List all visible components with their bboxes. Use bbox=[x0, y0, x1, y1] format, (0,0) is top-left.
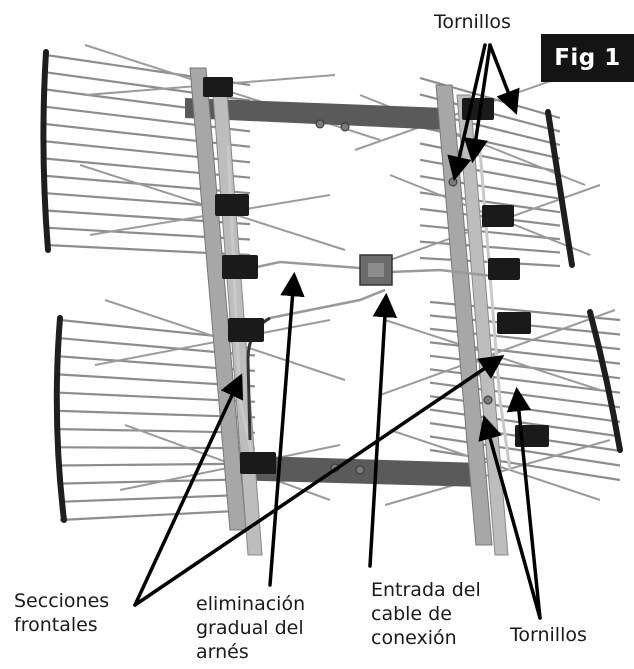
antenna-rod bbox=[45, 157, 251, 179]
antenna-rod bbox=[419, 224, 561, 241]
label-tornillos-bottom: Tornillos bbox=[510, 624, 587, 646]
antenna-rod bbox=[59, 508, 256, 522]
antenna-rod bbox=[429, 395, 621, 423]
antenna-rod bbox=[429, 408, 621, 438]
label-secciones-line1: Secciones bbox=[14, 590, 110, 612]
antenna-rod bbox=[59, 462, 256, 467]
label-entrada-line1: Entrada del bbox=[371, 579, 481, 601]
antenna-rod bbox=[419, 158, 561, 187]
antenna-rod bbox=[419, 175, 561, 200]
label-eliminacion-line1: eliminación bbox=[196, 593, 306, 615]
label-tornillos-top: Tornillos bbox=[434, 11, 511, 33]
label-entrada-line3: conexión bbox=[371, 627, 457, 649]
label-eliminacion-line2: gradual del bbox=[196, 617, 304, 639]
label-eliminacion-line3: arnés bbox=[196, 641, 249, 663]
balun-box bbox=[359, 254, 393, 286]
antenna-rod bbox=[59, 493, 256, 503]
callout-arrows bbox=[133, 43, 542, 620]
antenna-rod bbox=[45, 140, 251, 164]
label-eliminacion-gradual: eliminación gradual del arnés bbox=[196, 592, 305, 664]
label-secciones-line2: frontales bbox=[14, 614, 98, 636]
label-entrada-line2: cable de bbox=[371, 603, 452, 625]
label-entrada-cable: Entrada del cable de conexión bbox=[371, 578, 481, 650]
label-secciones-frontales: Secciones frontales bbox=[14, 589, 109, 637]
antenna-rod bbox=[429, 435, 621, 467]
antenna-rod bbox=[419, 240, 561, 254]
antenna-rod bbox=[429, 368, 621, 394]
antenna-rod bbox=[45, 123, 251, 148]
reflector-bars bbox=[40, 49, 623, 523]
figure-badge: Fig 1 bbox=[541, 34, 634, 82]
